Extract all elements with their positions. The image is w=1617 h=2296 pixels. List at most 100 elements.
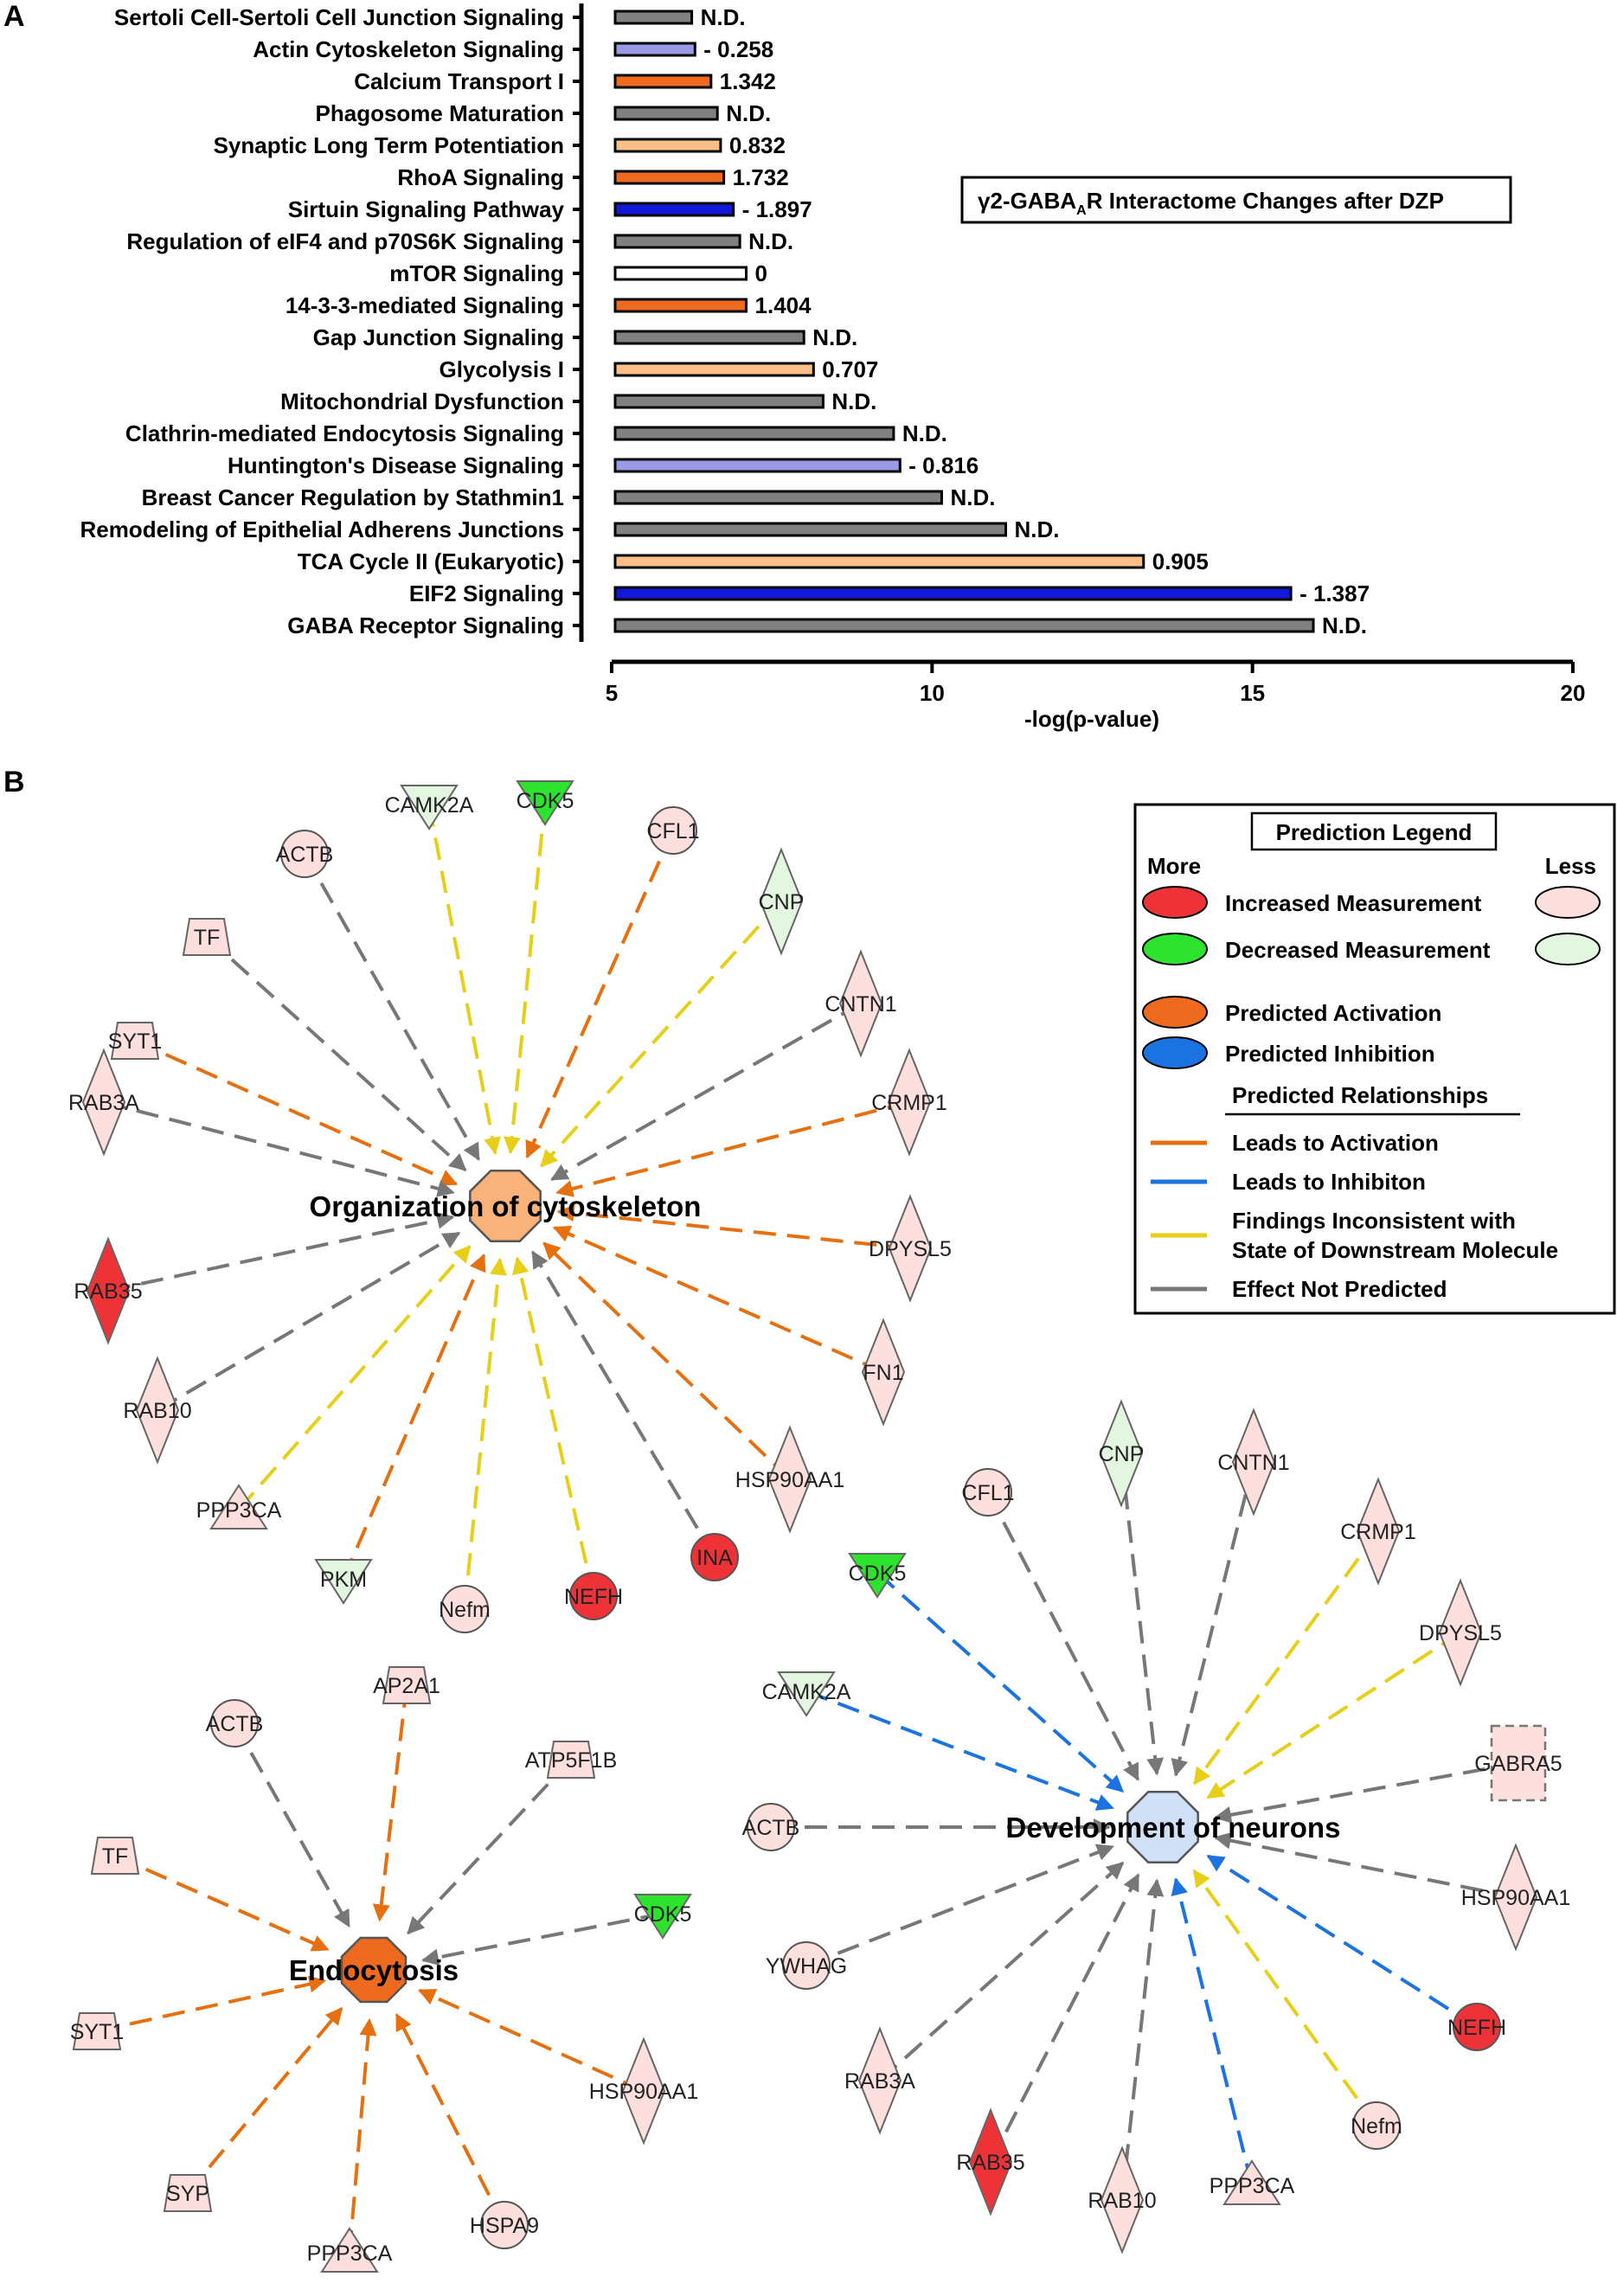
cyto-edge <box>427 804 501 1156</box>
neuro-node-label: CNP <box>1099 1442 1145 1466</box>
cyto-edge <box>511 1256 595 1597</box>
endo-edge <box>233 1722 351 1928</box>
bar <box>613 202 735 217</box>
chart-title-main: γ2-GABA <box>978 188 1076 214</box>
cyto-edge <box>107 1211 455 1292</box>
legend-activation: Predicted Activation <box>1225 1000 1441 1026</box>
bar-zscore-label: 0.832 <box>729 132 786 158</box>
neuro-node-rab3a-diamond <box>857 2026 902 2135</box>
cyto-node-label: FN1 <box>863 1361 903 1385</box>
endo-node-label: ACTB <box>206 1712 264 1736</box>
cyto-edge <box>103 1100 455 1197</box>
cyto-node-syt1-trap <box>110 1022 160 1060</box>
cyto-node-rab3a-diamond <box>81 1048 126 1157</box>
cyto-node-nefh-circle <box>569 1572 618 1620</box>
neuro-edge <box>1214 1761 1519 1824</box>
category-label: Mitochondrial Dysfunction <box>280 388 564 414</box>
bar-zscore-label: N.D. <box>950 484 995 510</box>
prediction-legend: Prediction Legend More Less Increased Me… <box>1133 803 1616 1315</box>
bar <box>613 522 1008 537</box>
legend-inhibition: Predicted Inhibition <box>1225 1041 1435 1067</box>
endo-node-tf-trap <box>90 1837 140 1875</box>
bars-group: Sertoli Cell-Sertoli Cell Junction Signa… <box>80 4 1370 638</box>
bar <box>613 362 815 377</box>
cyto-node-label: RAB35 <box>74 1279 142 1304</box>
bar-zscore-label: N.D. <box>701 4 746 30</box>
neuro-node-ywhag-circle <box>782 1941 831 1990</box>
neuro-edge <box>1192 1869 1378 2127</box>
endo-edge <box>420 1912 664 1966</box>
bar <box>613 618 1315 633</box>
neuro-edge <box>1120 1878 1165 2201</box>
neuro-edge <box>986 1491 1140 1781</box>
cyto-node-cntn1-diamond <box>838 949 883 1058</box>
cyto-edge <box>525 830 675 1159</box>
neuro-node-label: ACTB <box>742 1816 800 1840</box>
neuro-edge <box>876 1571 1125 1793</box>
endo-node-ppp3ca-triup <box>320 2227 379 2273</box>
x-tick-label: 15 <box>1240 680 1265 706</box>
neuro-node-cntn1-diamond <box>1231 1408 1276 1517</box>
legend-leads-activation: Leads to Activation <box>1232 1130 1439 1156</box>
legend-title-box <box>1250 811 1498 851</box>
neuro-edge <box>878 1861 1125 2082</box>
bar <box>613 426 895 441</box>
cyto-node-rab35-diamond <box>86 1236 131 1345</box>
legend-decreased: Decreased Measurement <box>1225 937 1491 963</box>
panel-a-letter: A <box>3 0 25 33</box>
bar <box>613 394 825 409</box>
bar-zscore-label: N.D. <box>748 228 793 254</box>
bar-zscore-label: 0.905 <box>1152 548 1209 574</box>
endo-edge <box>372 1684 408 1922</box>
bar-zscore-label: - 0.258 <box>703 36 773 62</box>
neuro-node-hsp90aa1-diamond <box>1493 1843 1538 1952</box>
bar <box>613 10 694 25</box>
cyto-node-label: NEFH <box>564 1585 623 1609</box>
category-label: Glycolysis I <box>439 356 564 382</box>
neuro-node-crmp1-diamond <box>1356 1477 1401 1586</box>
cyto-node-actb-circle <box>280 830 329 878</box>
cyto-edge <box>550 1002 862 1182</box>
category-label: EIF2 Signaling <box>409 580 564 606</box>
neuro-node-label: DPYSL5 <box>1419 1621 1502 1645</box>
legend-increased: Increased Measurement <box>1225 890 1482 916</box>
x-tick-label: 5 <box>606 680 618 706</box>
category-label: Actin Cytoskeleton Signaling <box>253 36 564 62</box>
endo-node-label: CDK5 <box>634 1902 692 1927</box>
legend-title: Prediction Legend <box>1276 819 1473 845</box>
cyto-node-label: RAB10 <box>123 1399 191 1423</box>
bar <box>613 490 943 505</box>
neuro-hub-label: Development of neurons <box>1006 1812 1341 1844</box>
cyto-edge <box>303 853 481 1161</box>
cyto-node-label: CNTN1 <box>825 992 896 1017</box>
neuro-node-label: Nefm <box>1351 2114 1402 2139</box>
cyto-node-crmp1-diamond <box>887 1048 932 1157</box>
cyto-node-label: DPYSL5 <box>869 1237 952 1261</box>
cyto-node-label: CFL1 <box>646 819 699 843</box>
neuro-edge <box>1120 1453 1165 1776</box>
endo-node-atp5f1b-trap <box>546 1741 596 1779</box>
cyto-node-fn1-diamond <box>861 1318 906 1427</box>
bar <box>613 106 719 121</box>
legend-relationships: Predicted Relationships <box>1232 1082 1488 1108</box>
bar <box>613 170 726 185</box>
endo-node-syp-trap <box>163 2174 213 2212</box>
endo-node-cdk5-tridown <box>633 1894 692 1940</box>
neuro-node-cnp-diamond <box>1099 1399 1144 1508</box>
neuro-edge <box>989 1873 1140 2163</box>
neuro-node-label: GABRA5 <box>1474 1752 1562 1776</box>
legend-activation-swatch <box>1142 996 1208 1029</box>
neuro-node-label: RAB10 <box>1088 2189 1156 2213</box>
legend-inconsistent-1: Findings Inconsistent with <box>1232 1208 1516 1234</box>
neuro-node-camk2a-tridown <box>777 1671 836 1717</box>
endo-node-label: HSP90AA1 <box>589 2080 698 2104</box>
bar-zscore-label: N.D. <box>1322 612 1367 638</box>
cyto-node-label: CRMP1 <box>871 1091 947 1115</box>
endo-edge <box>395 2012 506 2226</box>
category-label: RhoA Signaling <box>397 164 564 190</box>
cyto-edge <box>540 900 783 1168</box>
endo-node-label: HSPA9 <box>470 2214 539 2238</box>
